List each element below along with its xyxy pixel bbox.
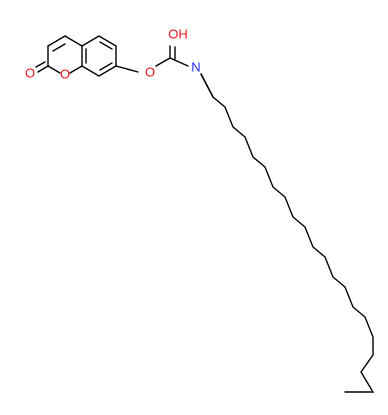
ring-oxygen-label: O [60, 67, 70, 82]
benzene-ring [81, 35, 139, 77]
pyranone-ring [35, 35, 83, 74]
nitrogen-label: N [191, 60, 200, 75]
alkyl-chain [200, 73, 375, 393]
ester-oxygen-label: O [145, 65, 155, 80]
hydroxyl-label: OH [168, 27, 188, 42]
carbamate-group [155, 45, 214, 98]
carbonyl-oxygen-label: O [25, 66, 35, 81]
